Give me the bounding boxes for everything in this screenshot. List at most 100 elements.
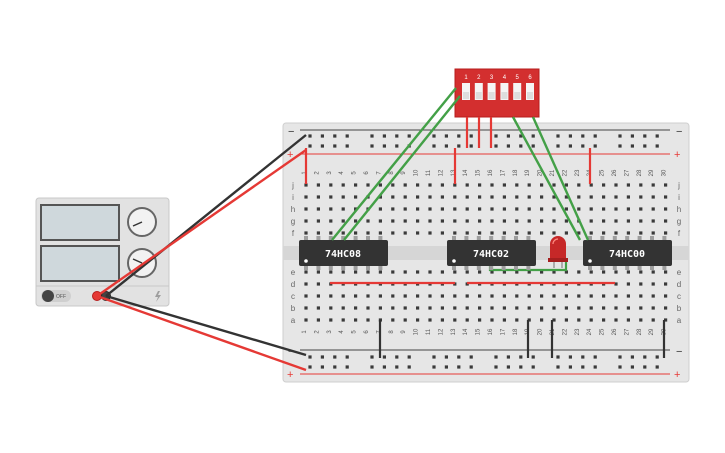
column-number: 4 bbox=[339, 171, 345, 175]
column-number: 5 bbox=[352, 330, 358, 334]
column-number: 9 bbox=[401, 330, 407, 334]
column-number: 5 bbox=[352, 171, 358, 175]
column-number: 7 bbox=[376, 171, 382, 175]
dip-key[interactable] bbox=[500, 83, 509, 100]
column-number: 26 bbox=[612, 169, 618, 176]
wire-green-dip6[interactable] bbox=[531, 116, 590, 241]
dip-key[interactable] bbox=[462, 83, 470, 100]
column-number: 25 bbox=[600, 328, 606, 335]
row-letter: h bbox=[291, 205, 295, 214]
chip-74hc08[interactable]: 74HC08 bbox=[299, 240, 388, 266]
column-number: 14 bbox=[463, 169, 469, 176]
bottom-rail-plus-mark-right: + bbox=[674, 369, 680, 381]
column-number: 18 bbox=[513, 328, 519, 335]
column-number: 10 bbox=[414, 328, 420, 335]
column-number: 30 bbox=[662, 169, 668, 176]
column-number: 11 bbox=[426, 169, 432, 176]
power-switch-label: OFF bbox=[56, 294, 66, 300]
column-number: 19 bbox=[525, 169, 531, 176]
dip-switch[interactable]: 1 2 3 4 5 6 bbox=[454, 68, 540, 148]
top-rail-plus-mark-right: + bbox=[674, 149, 680, 161]
row-letter: j bbox=[291, 181, 294, 190]
lead-red-top[interactable] bbox=[96, 149, 307, 297]
row-letter: b bbox=[677, 304, 682, 313]
column-number: 17 bbox=[500, 169, 506, 176]
chip-label: 74HC08 bbox=[325, 249, 361, 260]
column-number: 3 bbox=[327, 171, 333, 175]
column-number: 26 bbox=[612, 328, 618, 335]
column-number: 9 bbox=[401, 171, 407, 175]
dip-key[interactable] bbox=[487, 83, 496, 100]
bolt-icon bbox=[155, 291, 161, 302]
power-switch[interactable]: OFF bbox=[41, 290, 71, 302]
power-leads bbox=[96, 134, 307, 372]
dip-key[interactable] bbox=[474, 83, 483, 100]
column-number: 28 bbox=[637, 328, 643, 335]
column-number: 11 bbox=[426, 328, 432, 335]
lead-black-bottom[interactable] bbox=[105, 294, 307, 357]
bottom-rail-plus-mark-left: + bbox=[287, 369, 293, 381]
row-letter: a bbox=[677, 316, 682, 325]
top-rail-plus-mark-left: + bbox=[287, 149, 293, 161]
row-letter: j bbox=[677, 181, 680, 190]
column-number: 14 bbox=[463, 328, 469, 335]
column-number: 15 bbox=[476, 169, 482, 176]
wire-green-dip5[interactable] bbox=[511, 116, 582, 241]
power-supply[interactable]: OFF bbox=[35, 197, 170, 307]
chip-74hc02[interactable]: 74HC02 bbox=[447, 240, 536, 266]
lead-red-bottom[interactable] bbox=[96, 294, 307, 372]
dip-green-wires bbox=[331, 87, 590, 241]
chip-label: 74HC02 bbox=[473, 249, 509, 260]
column-number: 13 bbox=[451, 169, 457, 176]
dip-number: 3 bbox=[490, 75, 494, 81]
row-letter: g bbox=[677, 217, 681, 226]
dip-number: 2 bbox=[477, 75, 481, 81]
row-letter: e bbox=[677, 268, 682, 277]
dip-key[interactable] bbox=[526, 83, 534, 100]
dip-number: 4 bbox=[503, 75, 507, 81]
column-labels: 1122334455667788991010111112121313141415… bbox=[302, 169, 668, 335]
column-number: 6 bbox=[364, 330, 370, 334]
dip-number: 1 bbox=[464, 75, 468, 81]
voltage-knob[interactable] bbox=[127, 207, 157, 237]
row-letter: c bbox=[677, 292, 681, 301]
column-number: 23 bbox=[575, 169, 581, 176]
top-rail-minus-mark-right: − bbox=[676, 126, 682, 138]
bottom-rail-minus-mark-right: − bbox=[676, 346, 682, 358]
column-number: 22 bbox=[562, 169, 568, 176]
column-number: 13 bbox=[451, 328, 457, 335]
lead-black-top[interactable] bbox=[105, 134, 307, 297]
column-number: 2 bbox=[314, 330, 320, 334]
led-red[interactable] bbox=[548, 236, 568, 268]
column-number: 12 bbox=[438, 169, 444, 176]
row-letter: g bbox=[291, 217, 295, 226]
top-rail-minus-mark-left: − bbox=[288, 126, 294, 138]
bottom-rail-minus-mark-left: − bbox=[288, 346, 294, 358]
row-letter: i bbox=[678, 193, 680, 202]
row-letter: b bbox=[291, 304, 296, 313]
dip-number: 6 bbox=[528, 75, 532, 81]
row-letter: d bbox=[291, 280, 295, 289]
row-letter: c bbox=[291, 292, 295, 301]
row-letter: d bbox=[677, 280, 681, 289]
wire-green-dip2[interactable] bbox=[343, 95, 461, 241]
column-number: 20 bbox=[538, 169, 544, 176]
column-number: 20 bbox=[538, 328, 544, 335]
column-number: 28 bbox=[637, 169, 643, 176]
column-number: 21 bbox=[550, 169, 556, 176]
column-number: 29 bbox=[649, 169, 655, 176]
column-number: 23 bbox=[575, 328, 581, 335]
column-number: 1 bbox=[302, 330, 308, 334]
dip-key[interactable] bbox=[513, 83, 522, 100]
column-number: 27 bbox=[624, 328, 630, 335]
breadboard-holes bbox=[304, 134, 668, 369]
chip-74hc00[interactable]: 74HC00 bbox=[583, 240, 672, 266]
dip-number: 5 bbox=[516, 75, 520, 81]
column-number: 2 bbox=[314, 171, 320, 175]
row-letter: i bbox=[292, 193, 294, 202]
column-number: 10 bbox=[414, 169, 420, 176]
column-number: 8 bbox=[389, 330, 395, 334]
wire-green-dip1[interactable] bbox=[331, 87, 457, 241]
column-number: 17 bbox=[500, 328, 506, 335]
